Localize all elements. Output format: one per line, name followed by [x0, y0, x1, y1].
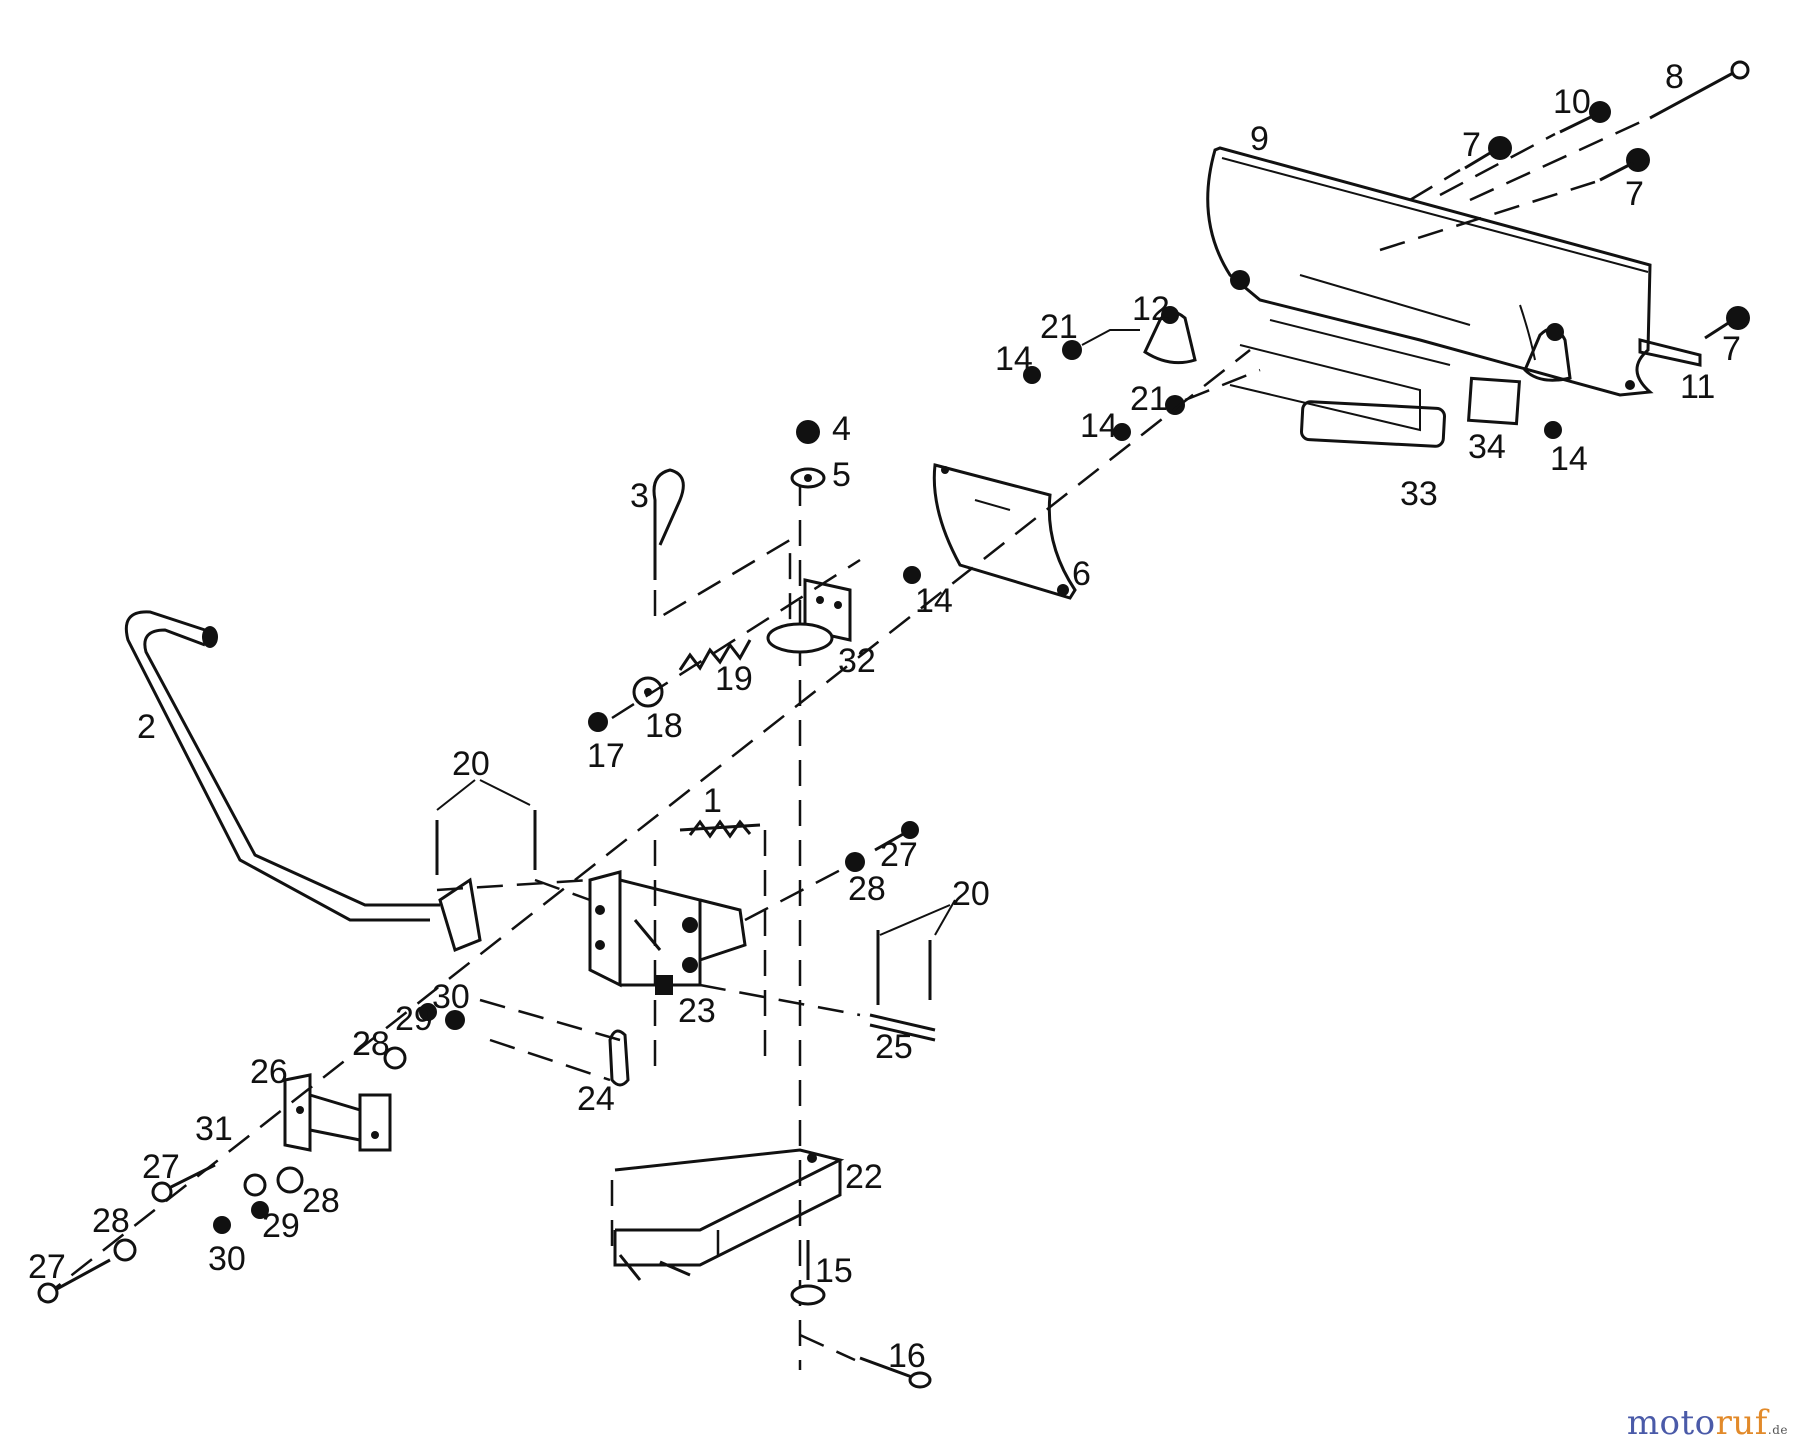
callout-6: 6: [1072, 555, 1091, 593]
bolt-part-27-lower: [37, 1163, 216, 1304]
callout-14c: 14: [1550, 440, 1588, 478]
watermark-tld: .de: [1767, 1423, 1788, 1437]
callout-21b: 21: [1130, 380, 1168, 418]
callout-20b: 20: [952, 875, 990, 913]
pin-pair-part-20a: [435, 779, 591, 902]
callout-27b: 27: [142, 1148, 180, 1186]
central-bracket-assembly: [588, 870, 747, 988]
nut-part-17: [588, 712, 608, 732]
callout-20a: 20: [452, 745, 490, 783]
callout-15: 15: [815, 1252, 853, 1290]
callout-labels: 1 2 3 4 5 6 7 7 7 8 9 10 11 12 14 14 14 …: [28, 58, 1741, 1375]
bolt-part-27-right: [744, 821, 919, 922]
side-plate-part-6: [932, 463, 1077, 600]
bolt-part-7a: [1409, 136, 1512, 202]
base-part-22: [610, 1148, 845, 1281]
callout-7a: 7: [1462, 126, 1481, 164]
callout-1: 1: [703, 782, 722, 820]
hardware-part-21: [1062, 329, 1261, 415]
callout-30a: 30: [432, 978, 470, 1016]
callout-7c: 7: [1722, 330, 1741, 368]
callout-2: 2: [137, 708, 156, 746]
spring-part-1: [653, 819, 767, 1080]
callout-9: 9: [1250, 120, 1269, 158]
callout-7b: 7: [1625, 175, 1644, 213]
callout-28d: 28: [92, 1202, 130, 1240]
callout-18: 18: [645, 707, 683, 745]
hardware-parts-28-29-30: [113, 1003, 465, 1262]
callout-26: 26: [250, 1053, 288, 1091]
callout-24: 24: [577, 1080, 615, 1118]
skid-part-11: [1638, 338, 1702, 367]
handle-part-2: [124, 610, 482, 953]
bolt-part-7c: [1704, 306, 1750, 340]
callout-12: 12: [1132, 290, 1170, 328]
watermark-logo: motoruf.de: [1627, 1403, 1788, 1443]
pin-part-16: [799, 1333, 932, 1389]
callout-32: 32: [838, 642, 876, 680]
vertical-post: [790, 420, 826, 1370]
callout-23: 23: [678, 992, 716, 1030]
callout-11: 11: [1680, 368, 1715, 406]
blade-part-9: [1206, 146, 1654, 397]
washer-part-18: [632, 676, 664, 708]
plate-part-34: [1466, 376, 1522, 426]
callout-4: 4: [832, 410, 851, 448]
pin-pair-part-20b: [876, 899, 956, 1005]
callout-14a: 14: [995, 340, 1033, 378]
callout-14d: 14: [915, 582, 953, 620]
callout-30b: 30: [208, 1240, 246, 1278]
holder-part-12: [1143, 306, 1572, 382]
callout-16: 16: [888, 1337, 926, 1375]
bolt-part-15: [790, 1240, 826, 1306]
callout-28c: 28: [302, 1182, 340, 1220]
blade-mount-bracket: [1229, 274, 1471, 432]
washer-part-10: [1439, 101, 1611, 197]
callout-3: 3: [630, 477, 649, 515]
clamp-part-24: [479, 998, 630, 1087]
callout-29a: 29: [395, 1000, 433, 1038]
callout-21a: 21: [1040, 308, 1078, 346]
callout-27a: 27: [880, 836, 918, 874]
bracket-part-32: [766, 578, 852, 654]
spring-axis-line: [611, 558, 861, 720]
callout-31: 31: [195, 1110, 233, 1148]
callout-29b: 29: [262, 1207, 300, 1245]
watermark-part2: ruf: [1715, 1403, 1768, 1443]
nut-part-14: [903, 366, 1562, 584]
callout-27c: 27: [28, 1248, 66, 1286]
callout-10: 10: [1553, 83, 1591, 121]
callout-34: 34: [1468, 428, 1506, 466]
callout-8: 8: [1665, 58, 1684, 96]
watermark-part1: moto: [1626, 1403, 1716, 1443]
spring-pin-part-3: [652, 468, 792, 623]
bolt-part-23: [655, 975, 673, 995]
spring-part-19: [678, 639, 752, 671]
callout-28a: 28: [848, 870, 886, 908]
bolt-part-7b: [1379, 148, 1650, 252]
bracket-part-26: [283, 1073, 392, 1152]
bolt-part-8: [1469, 60, 1750, 202]
callout-17: 17: [587, 737, 625, 775]
callout-28b: 28: [352, 1025, 390, 1063]
callout-5: 5: [832, 456, 851, 494]
callout-14b: 14: [1080, 407, 1118, 445]
callout-33: 33: [1400, 475, 1438, 513]
callout-22: 22: [845, 1158, 883, 1196]
callout-19: 19: [715, 660, 753, 698]
plate-part-33: [1300, 400, 1446, 448]
callout-25: 25: [875, 1028, 913, 1066]
bar-part-25: [699, 983, 936, 1042]
